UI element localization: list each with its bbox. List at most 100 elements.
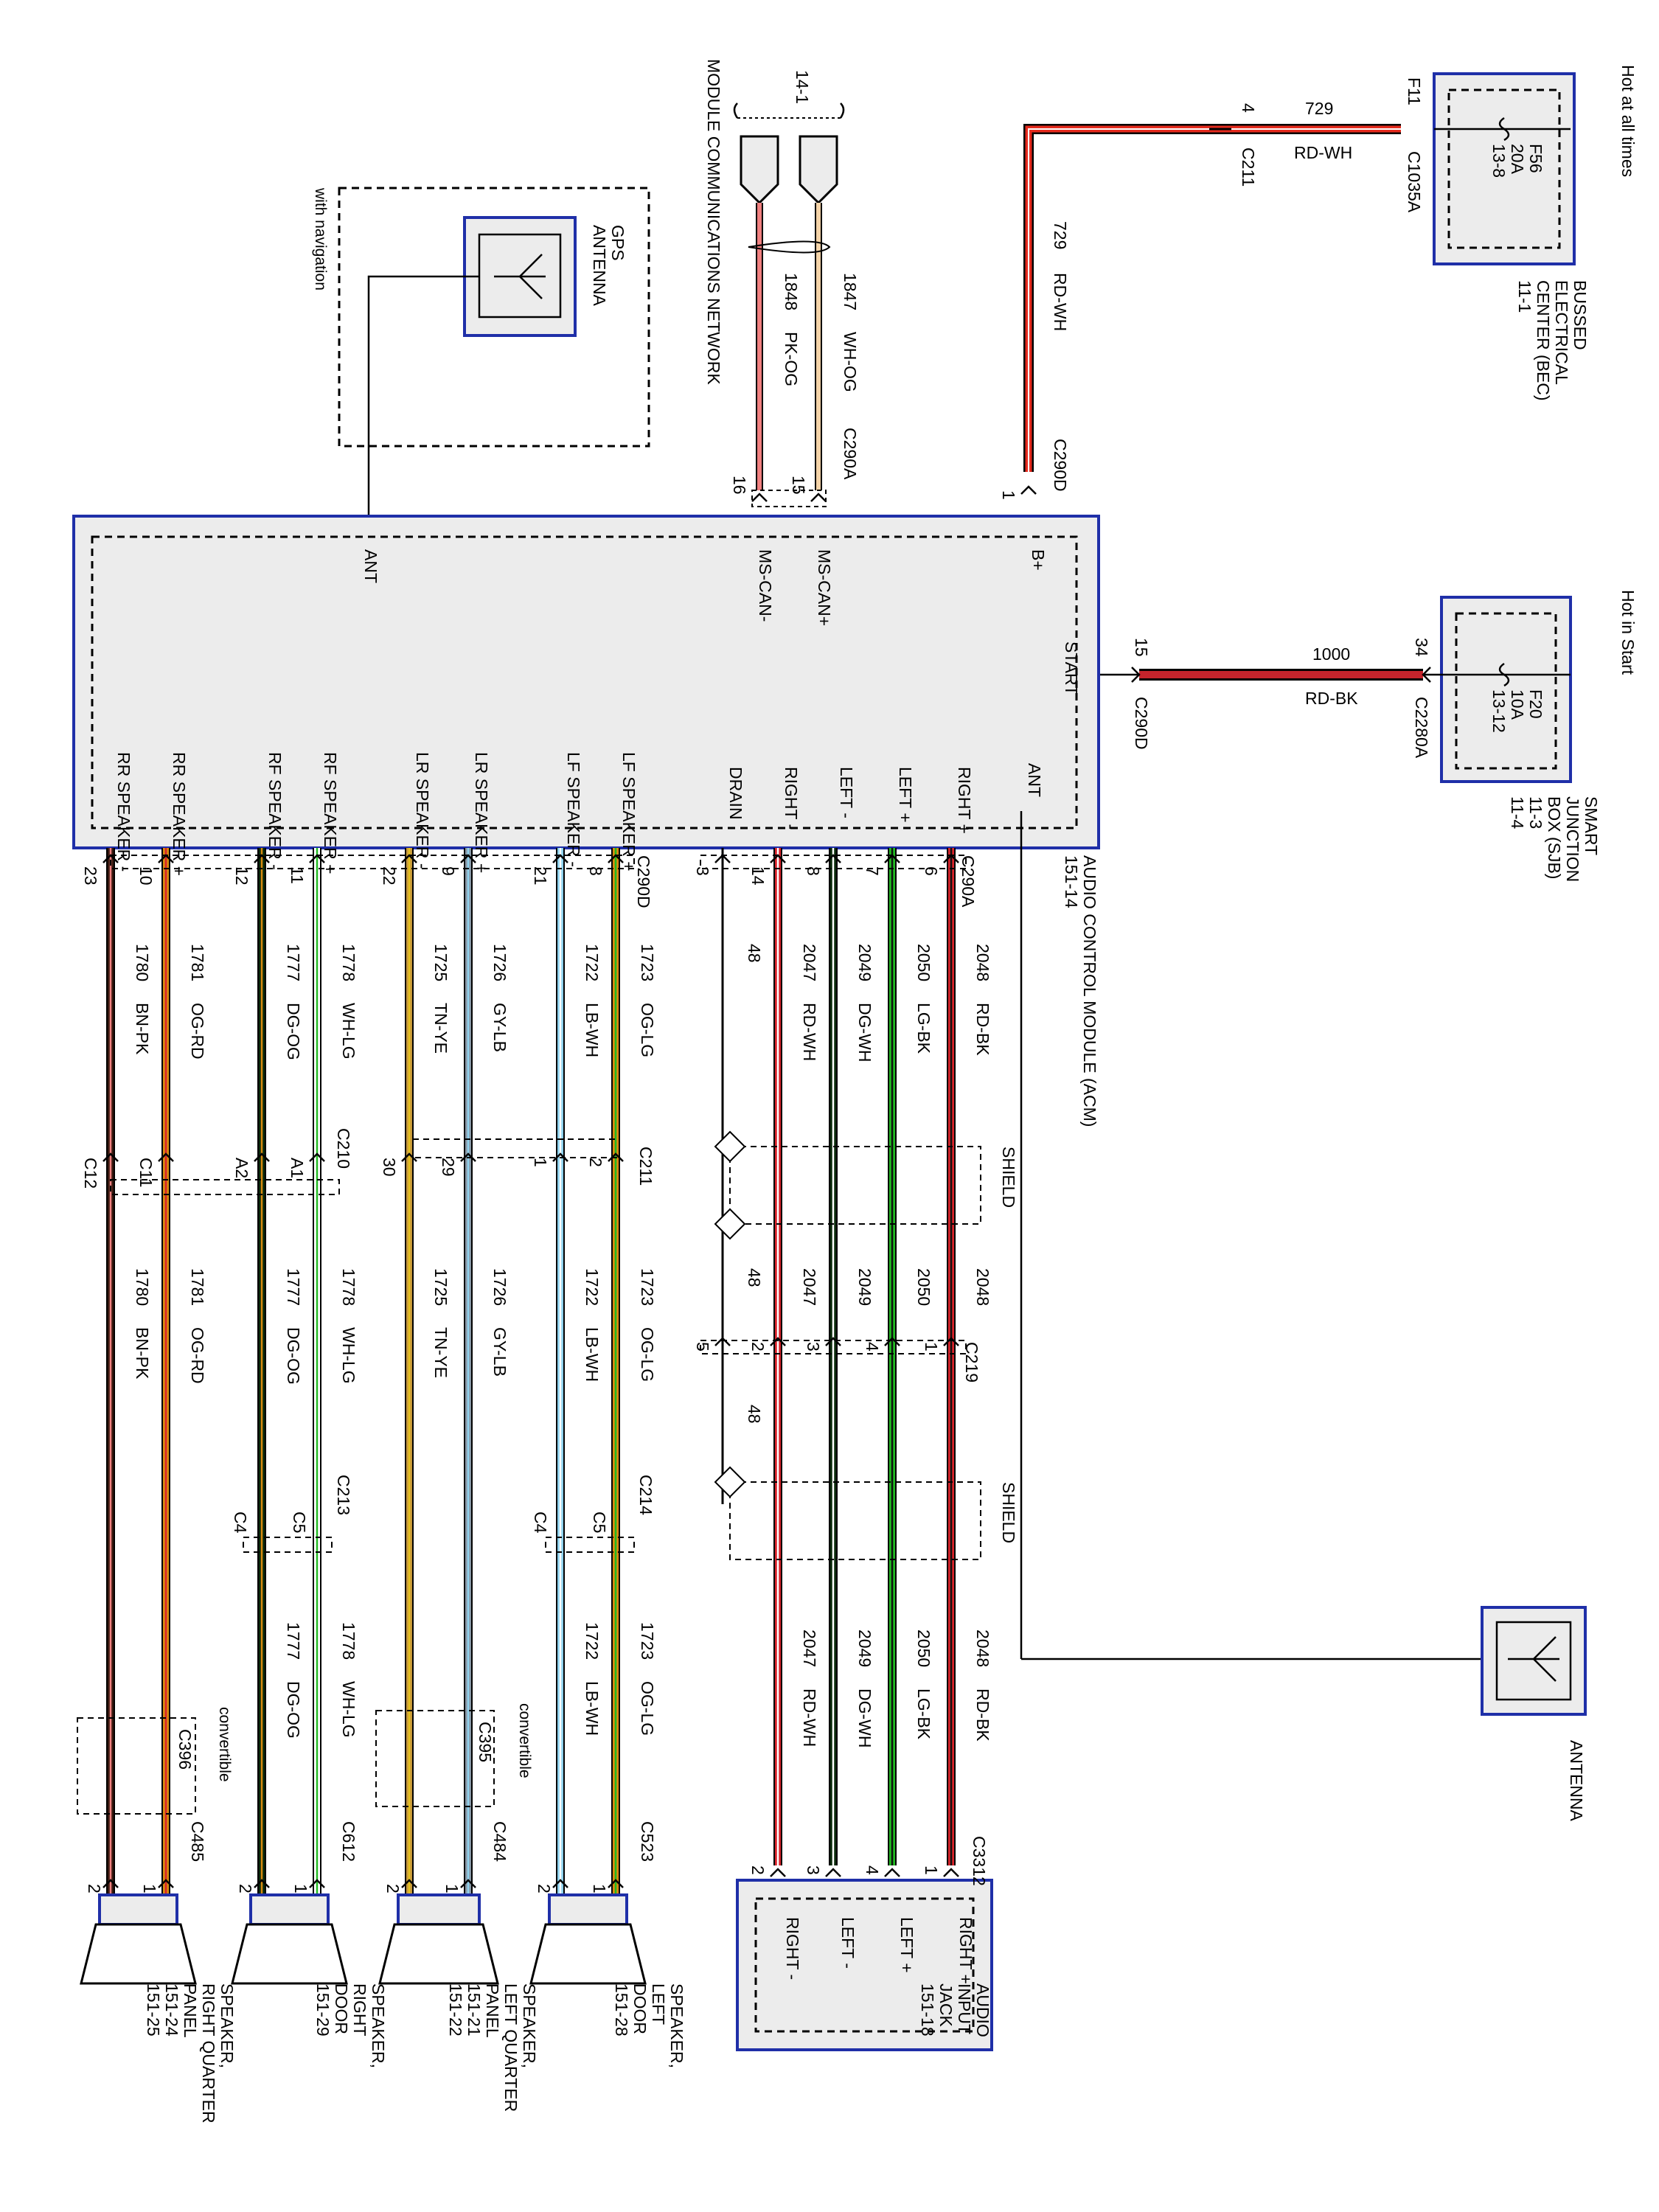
shield-label-2: SHIELD [999,1482,1018,1543]
bec-hot-label: Hot at all times [1618,65,1638,177]
spk-color-3-4: WH-LG [339,1681,358,1738]
gps-note: with navigation [312,187,329,291]
spk-color-2-3: TN-YE [431,1327,451,1378]
audio-color-top-2: DG-WH [855,1003,874,1062]
wire729-c211-pin: 4 [1239,103,1258,113]
audio-circuit-mid2-4: 48 [745,1405,764,1424]
audio-circuit-mid-4: 48 [745,1268,764,1287]
spk-circuit-2-4: 1778 [339,1268,358,1306]
spk-circuit-1-2: 1726 [490,944,509,981]
wire1000-color: RD-BK [1305,689,1358,708]
spk-mid-pin-5: A2 [232,1158,251,1178]
speaker-name-2-3: 151-29 [313,1983,333,2037]
wire729-color-side: RD-WH [1051,273,1070,331]
audio-jack-pin-1: 4 [863,1865,882,1875]
acm-bottom-pin-10: RF SPEAKER - [265,752,285,870]
spk-color-1-1: LB-WH [582,1003,602,1057]
audio-c219-pin-4: 5 [693,1342,712,1352]
jack-pin-label-3: RIGHT - [783,1917,802,1980]
speaker-name-2-2: DOOR [332,1983,351,2034]
speaker-cone-1 [378,1923,499,1985]
spk-circuit-2-2: 1726 [490,1268,509,1306]
audio-circuit-bot-3: 2047 [800,1630,819,1667]
spk-color-1-0: OG-LG [638,1003,657,1057]
spk-circuit-3-4: 1778 [339,1622,358,1660]
spk-color-2-1: LB-WH [582,1327,602,1382]
acm-pin-bplus: B+ [1029,549,1048,571]
audio-c219-pin-2: 3 [804,1342,823,1352]
jack-pin-label-0: RIGHT + [956,1917,975,1984]
inline-c4-left: C4 [531,1512,550,1534]
inline-connectors: C211 C210 C214 C213 C5 C4 C5 C4 C395 con… [77,1128,655,1815]
spk-color-1-7: BN-PK [133,1003,152,1055]
shield-label-1: SHIELD [999,1147,1018,1208]
speaker-cone-2 [231,1923,348,1985]
spk-circuit-3-0: 1723 [638,1622,657,1660]
speaker-name-0-0: SPEAKER, [667,1983,686,2068]
speaker-conn-3: C485 [188,1821,207,1862]
network-pin-b: 15 [789,476,808,495]
audio-color-top-0: RD-BK [973,1003,992,1056]
spk-color-1-6: OG-RD [188,1003,207,1060]
speaker-cone-0 [529,1923,647,1985]
spk-color-2-7: BN-PK [133,1327,152,1380]
audio-circuit-bot-0: 2048 [973,1630,992,1667]
acm-pin-ant: ANT [361,549,380,583]
speaker-name-3-1: RIGHT QUARTER [199,1983,218,2124]
spk-acm-pin-6: 10 [136,866,156,886]
inline-c210: C210 [334,1128,353,1169]
acm-pin-ant-in: ANT [1025,763,1044,797]
audio-jack-pin-0: 1 [922,1865,941,1875]
network-w2-circuit: 1847 [841,273,860,310]
spk-mid-pin-2: 29 [439,1158,458,1177]
acm-bottom-pin-11: RR SPEAKER + [170,752,189,876]
speaker-name-3-4: 151-25 [144,1983,163,2037]
spk-color-3-5: DG-OG [284,1681,303,1739]
audio-circuit-top-3: 2047 [800,944,819,981]
inline-convertible-2: convertible [216,1707,233,1782]
speaker-cone-3 [80,1923,197,1985]
speaker-terminal-2 [249,1893,330,1926]
radio-antenna: ANTENNA [1481,1606,1587,1822]
bussed-electrical-center: Hot at all times F56 20A 13-8 F11 C1035A… [1405,65,1638,401]
speaker-name-2-1: RIGHT [350,1983,369,2037]
wire729-acm-pin: 1 [999,490,1018,500]
wire1000-sjb-pin: 34 [1412,638,1431,657]
spk-color-2-2: GY-LB [490,1327,509,1377]
network-conn: C290A [841,428,860,480]
bec-box [1433,72,1576,265]
network-page: 14-1 [793,70,812,104]
audio-acm-pin-0: 6 [922,866,941,876]
wire1000-sjb-conn: C2280A [1412,697,1431,759]
spk-circuit-2-0: 1723 [638,1268,657,1306]
spk-acm-pin-2: 9 [439,866,458,876]
spk-circuit-2-1: 1722 [582,1268,602,1306]
spk-color-2-5: DG-OG [284,1327,303,1385]
spk-color-2-4: WH-LG [339,1327,358,1384]
antenna-label: ANTENNA [1567,1740,1586,1822]
audio-color-bot-1: LG-BK [914,1688,933,1740]
wire729-color-top: RD-WH [1294,143,1352,162]
audio-jack-pin-2: 3 [804,1865,823,1875]
spk-end-pin-7: 2 [85,1884,104,1893]
smart-junction-box: Hot in Start F20 10A 13-12 SMART JUNCTIO… [1440,590,1638,882]
bec-amps: 20A [1508,144,1527,175]
c219-label: C219 [962,1342,981,1382]
spk-color-3-1: LB-WH [582,1681,602,1736]
sjb-loc: 13-12 [1489,689,1509,733]
audio-control-module: B+ MS-CAN+ MS-CAN- ANT START ANT AUDIO C… [72,515,1508,1660]
acm-bottom-pin-6: LF SPEAKER - [564,752,583,867]
speaker-name-0-2: DOOR [630,1983,650,2034]
spk-acm-pin-1: 21 [531,866,550,886]
antenna-box [1481,1606,1587,1716]
audio-color-bot-3: RD-WH [800,1688,819,1747]
spk-circuit-3-1: 1722 [582,1622,602,1660]
speaker-name-3-2: PANEL [181,1983,200,2038]
acm-bottom-pin-9: RF SPEAKER + [321,752,340,874]
spk-circuit-2-7: 1780 [133,1268,152,1306]
acm-bottom-pin-8: LR SPEAKER - [413,752,432,869]
acm-bottom-pin-4: DRAIN [726,767,745,820]
sjb-name-2: JUNCTION [1563,796,1582,882]
jack-pin-labels: RIGHT +LEFT +LEFT -RIGHT - [783,1917,975,1984]
acm-conn-d: C290D [634,855,653,908]
